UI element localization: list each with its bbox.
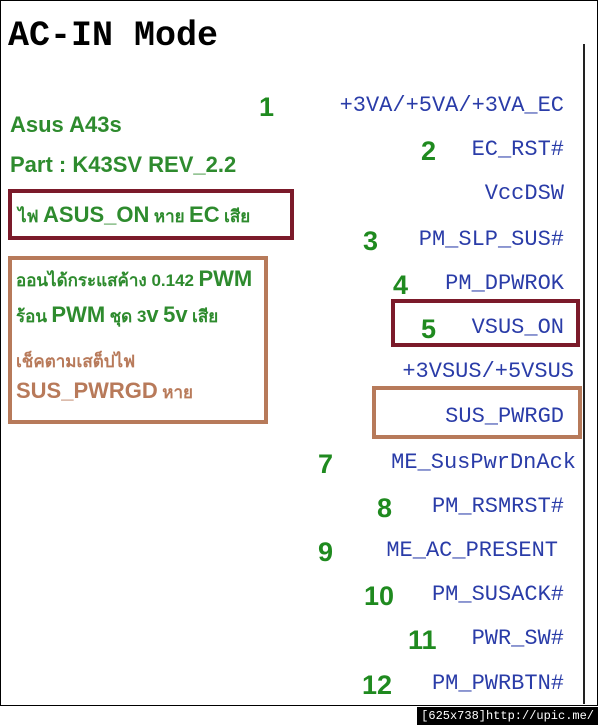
note2-l1-text: ออนได้กระแสค้าง 0.142 (16, 271, 195, 290)
sus-pwrgd-highlight-box (372, 386, 582, 439)
step-number: 5 (421, 314, 437, 344)
pwm-note-line-1: ออนได้กระแสค้าง 0.142 PWM (16, 266, 252, 294)
note2-l2-e: เสีย (192, 307, 219, 326)
step-number: 3 (363, 226, 379, 256)
note1-chip: EC (189, 202, 220, 227)
signal-label: ME_SusPwrDnAck (391, 450, 576, 475)
note1-signal: ASUS_ON (43, 202, 150, 227)
step-number: 8 (377, 493, 393, 523)
signal-label: PM_PWRBTN# (431, 671, 564, 696)
pwm-note-line-4: SUS_PWRGD หาย (16, 378, 193, 406)
signal-label: PM_DPWROK (445, 271, 564, 296)
note1-mid: หาย (153, 207, 185, 226)
image-host-footer: [625x738]http://upic.me/ (417, 707, 598, 725)
pwm-note-line-2: ร้อน PWM ชุด 3v 5v เสีย (16, 302, 218, 330)
note2-l2-pwm: PWM (51, 302, 106, 327)
page-title: AC-IN Mode (8, 16, 219, 56)
signal-label: PWR_SW# (471, 626, 564, 651)
asus-on-note-box: ไฟ ASUS_ON หาย EC เสีย (8, 189, 294, 240)
note2-l2-d: 5v (163, 302, 188, 327)
vsus-on-highlight-box (391, 299, 580, 347)
step-number: 2 (421, 136, 437, 166)
step-number: 11 (408, 625, 437, 655)
signal-label: VccDSW (484, 181, 564, 206)
model-label: Asus A43s (10, 112, 122, 137)
step-number: 9 (318, 537, 334, 567)
signal-label: PM_SUSACK# (431, 582, 564, 607)
step-number: 12 (362, 670, 393, 700)
pwm-note-line-3: เช็คตามเสต็ปไฟ (16, 348, 135, 375)
part-label: Part : K43SV REV_2.2 (10, 152, 237, 177)
pwm-note-box: ออนได้กระแสค้าง 0.142 PWM ร้อน PWM ชุด 3… (8, 256, 268, 424)
note1-suffix: เสีย (224, 207, 251, 226)
step-number: 4 (393, 270, 409, 300)
note2-l4-small: หาย (162, 383, 193, 402)
asus-on-note: ไฟ ASUS_ON หาย EC เสีย (18, 202, 250, 230)
signal-label: ME_AC_PRESENT (386, 538, 558, 563)
note2-l4-signal: SUS_PWRGD (16, 378, 158, 403)
note2-l2-c: v (146, 302, 159, 327)
note2-l2-a: ร้อน (16, 307, 47, 326)
signal-label: EC_RST# (471, 137, 564, 162)
signal-label: SUS_PWRGD (445, 404, 564, 429)
signal-label: +3VA/+5VA/+3VA_EC (339, 93, 564, 118)
note2-l2-b: ชุด 3 (109, 307, 147, 326)
diagram-frame (0, 0, 598, 706)
signal-label: +3VSUS/+5VSUS (402, 359, 574, 384)
step-number: 10 (364, 581, 395, 611)
signal-label: PM_SLP_SUS# (418, 227, 564, 252)
note2-l3: เช็คตามเสต็ปไฟ (16, 352, 136, 371)
note2-l1-pwm: PWM (198, 266, 253, 291)
step-number: 1 (259, 92, 275, 122)
vertical-divider (583, 44, 585, 704)
step-number: 7 (318, 449, 334, 479)
signal-label: PM_RSMRST# (431, 494, 564, 519)
signal-label: VSUS_ON (471, 315, 564, 340)
note1-prefix: ไฟ (18, 207, 39, 226)
